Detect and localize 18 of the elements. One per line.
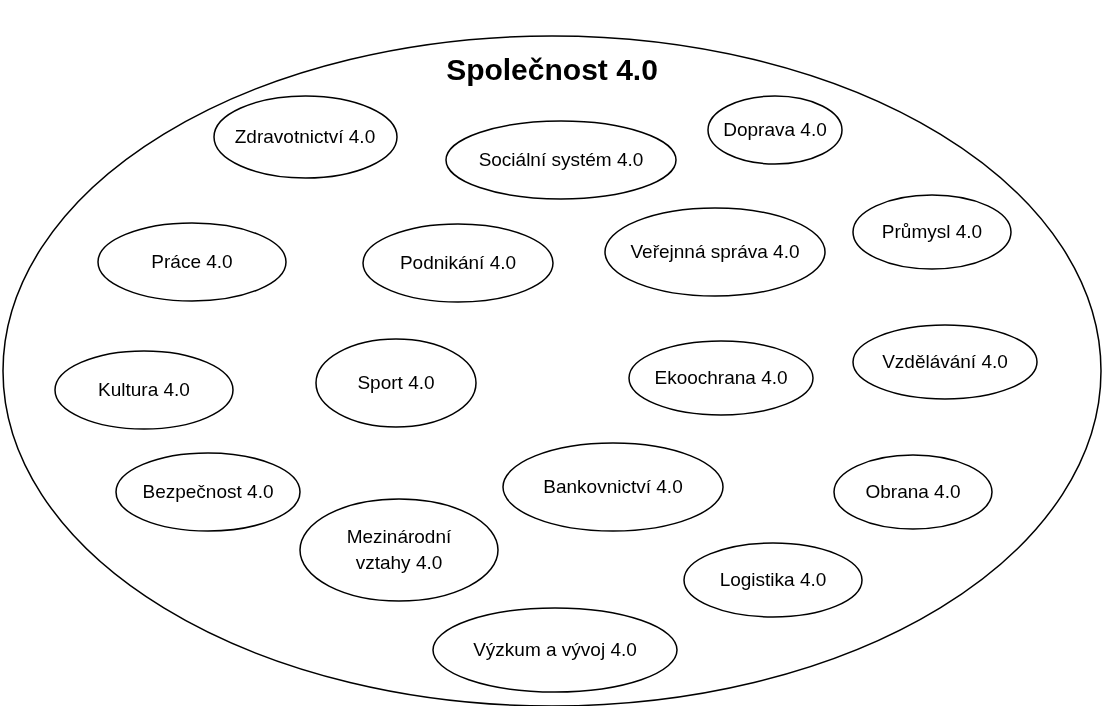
node-label: Práce 4.0 (151, 250, 233, 275)
node-label: Výzkum a vývoj 4.0 (473, 638, 637, 663)
node-label: Zdravotnictví 4.0 (234, 125, 376, 150)
node-label: Průmysl 4.0 (881, 220, 983, 245)
node-label: Mezinárodní vztahy 4.0 (345, 525, 453, 575)
node-label: Sport 4.0 (357, 371, 435, 396)
node-label: Bezpečnost 4.0 (142, 480, 274, 505)
group-title: Společnost 4.0 (446, 53, 658, 87)
node-label: Veřejnná správa 4.0 (630, 240, 800, 265)
node-label: Bankovnictví 4.0 (543, 475, 683, 500)
node-label: Logistika 4.0 (719, 568, 827, 593)
node-label: Sociální systém 4.0 (478, 148, 644, 173)
node-label: Doprava 4.0 (723, 118, 827, 143)
node-label: Ekoochrana 4.0 (654, 366, 788, 391)
node-label: Podnikání 4.0 (399, 251, 517, 276)
node-label: Vzdělávání 4.0 (882, 350, 1008, 375)
node-label: Kultura 4.0 (98, 378, 190, 403)
node-label: Obrana 4.0 (865, 480, 961, 505)
